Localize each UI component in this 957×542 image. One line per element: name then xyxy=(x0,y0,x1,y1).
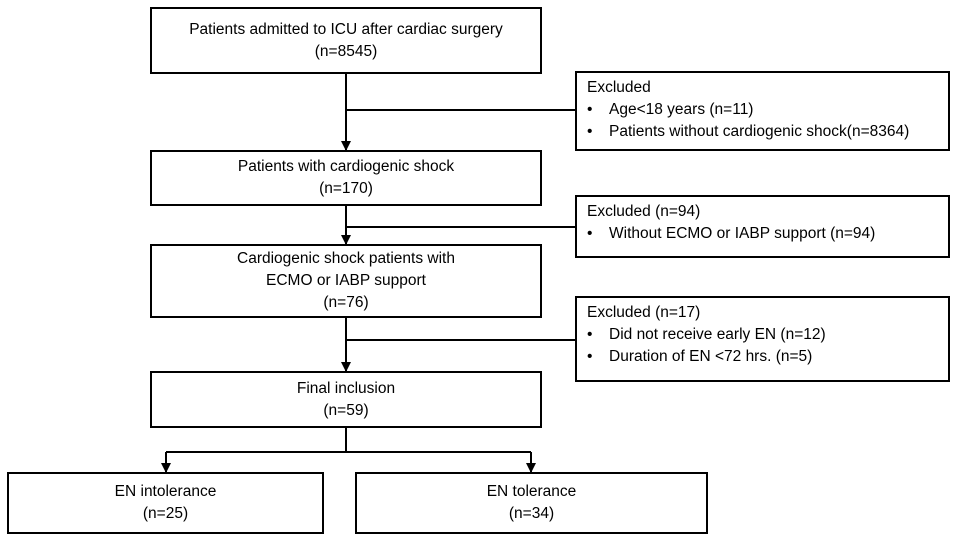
bullet-icon: • xyxy=(587,326,593,343)
excluded-2-title: Excluded (n=94) xyxy=(587,203,701,220)
box-icu-admitted-count: (n=8545) xyxy=(314,42,378,60)
excluded-1-item-text: Patients without cardiogenic shock(n=836… xyxy=(609,123,910,140)
box-en-tolerance-count: (n=34) xyxy=(508,505,555,522)
excluded-2-item-text: Without ECMO or IABP support (n=94) xyxy=(609,225,876,242)
box-final-inclusion: Final inclusion (n=59) xyxy=(150,371,542,428)
excluded-1-item-text: Age<18 years (n=11) xyxy=(609,101,754,118)
excluded-3-item-text: Did not receive early EN (n=12) xyxy=(609,326,826,343)
excluded-3-item-text: Duration of EN <72 hrs. (n=5) xyxy=(609,348,813,365)
box-final-inclusion-line1: Final inclusion xyxy=(296,379,396,397)
excluded-2-item: • Without ECMO or IABP support (n=94) xyxy=(587,223,948,245)
box-en-tolerance-line1: EN tolerance xyxy=(486,483,577,500)
box-en-intolerance-count: (n=25) xyxy=(142,505,189,522)
box-ecmo-iabp-line2: ECMO or IABP support xyxy=(266,272,426,289)
excluded-3-title: Excluded (n=17) xyxy=(587,304,701,321)
excluded-1-item: • Patients without cardiogenic shock(n=8… xyxy=(587,121,948,143)
box-excluded-1: Excluded • Age<18 years (n=11) • Patient… xyxy=(575,71,950,151)
bullet-icon: • xyxy=(587,123,593,140)
box-cardiogenic-shock-line1: Patients with cardiogenic shock xyxy=(237,158,455,175)
bullet-icon: • xyxy=(587,348,593,365)
box-icu-admitted: Patients admitted to ICU after cardiac s… xyxy=(150,7,542,74)
box-cardiogenic-shock: Patients with cardiogenic shock (n=170) xyxy=(150,150,542,206)
excluded-1-title: Excluded xyxy=(587,79,651,96)
box-ecmo-iabp: Cardiogenic shock patients with ECMO or … xyxy=(150,244,542,318)
box-cardiogenic-shock-count: (n=170) xyxy=(319,180,373,197)
excluded-3-item: • Did not receive early EN (n=12) xyxy=(587,324,948,346)
box-en-intolerance-line1: EN intolerance xyxy=(114,483,217,500)
box-final-inclusion-count: (n=59) xyxy=(323,401,369,419)
box-ecmo-iabp-count: (n=76) xyxy=(323,294,369,311)
excluded-1-item: • Age<18 years (n=11) xyxy=(587,99,948,121)
box-icu-admitted-line1: Patients admitted to ICU after cardiac s… xyxy=(189,20,503,38)
excluded-3-item: • Duration of EN <72 hrs. (n=5) xyxy=(587,346,948,368)
box-en-intolerance: EN intolerance (n=25) xyxy=(7,472,324,534)
box-excluded-2: Excluded (n=94) • Without ECMO or IABP s… xyxy=(575,195,950,258)
bullet-icon: • xyxy=(587,225,593,242)
box-ecmo-iabp-line1: Cardiogenic shock patients with xyxy=(237,250,455,267)
bullet-icon: • xyxy=(587,101,593,118)
box-excluded-3: Excluded (n=17) • Did not receive early … xyxy=(575,296,950,382)
box-en-tolerance: EN tolerance (n=34) xyxy=(355,472,708,534)
